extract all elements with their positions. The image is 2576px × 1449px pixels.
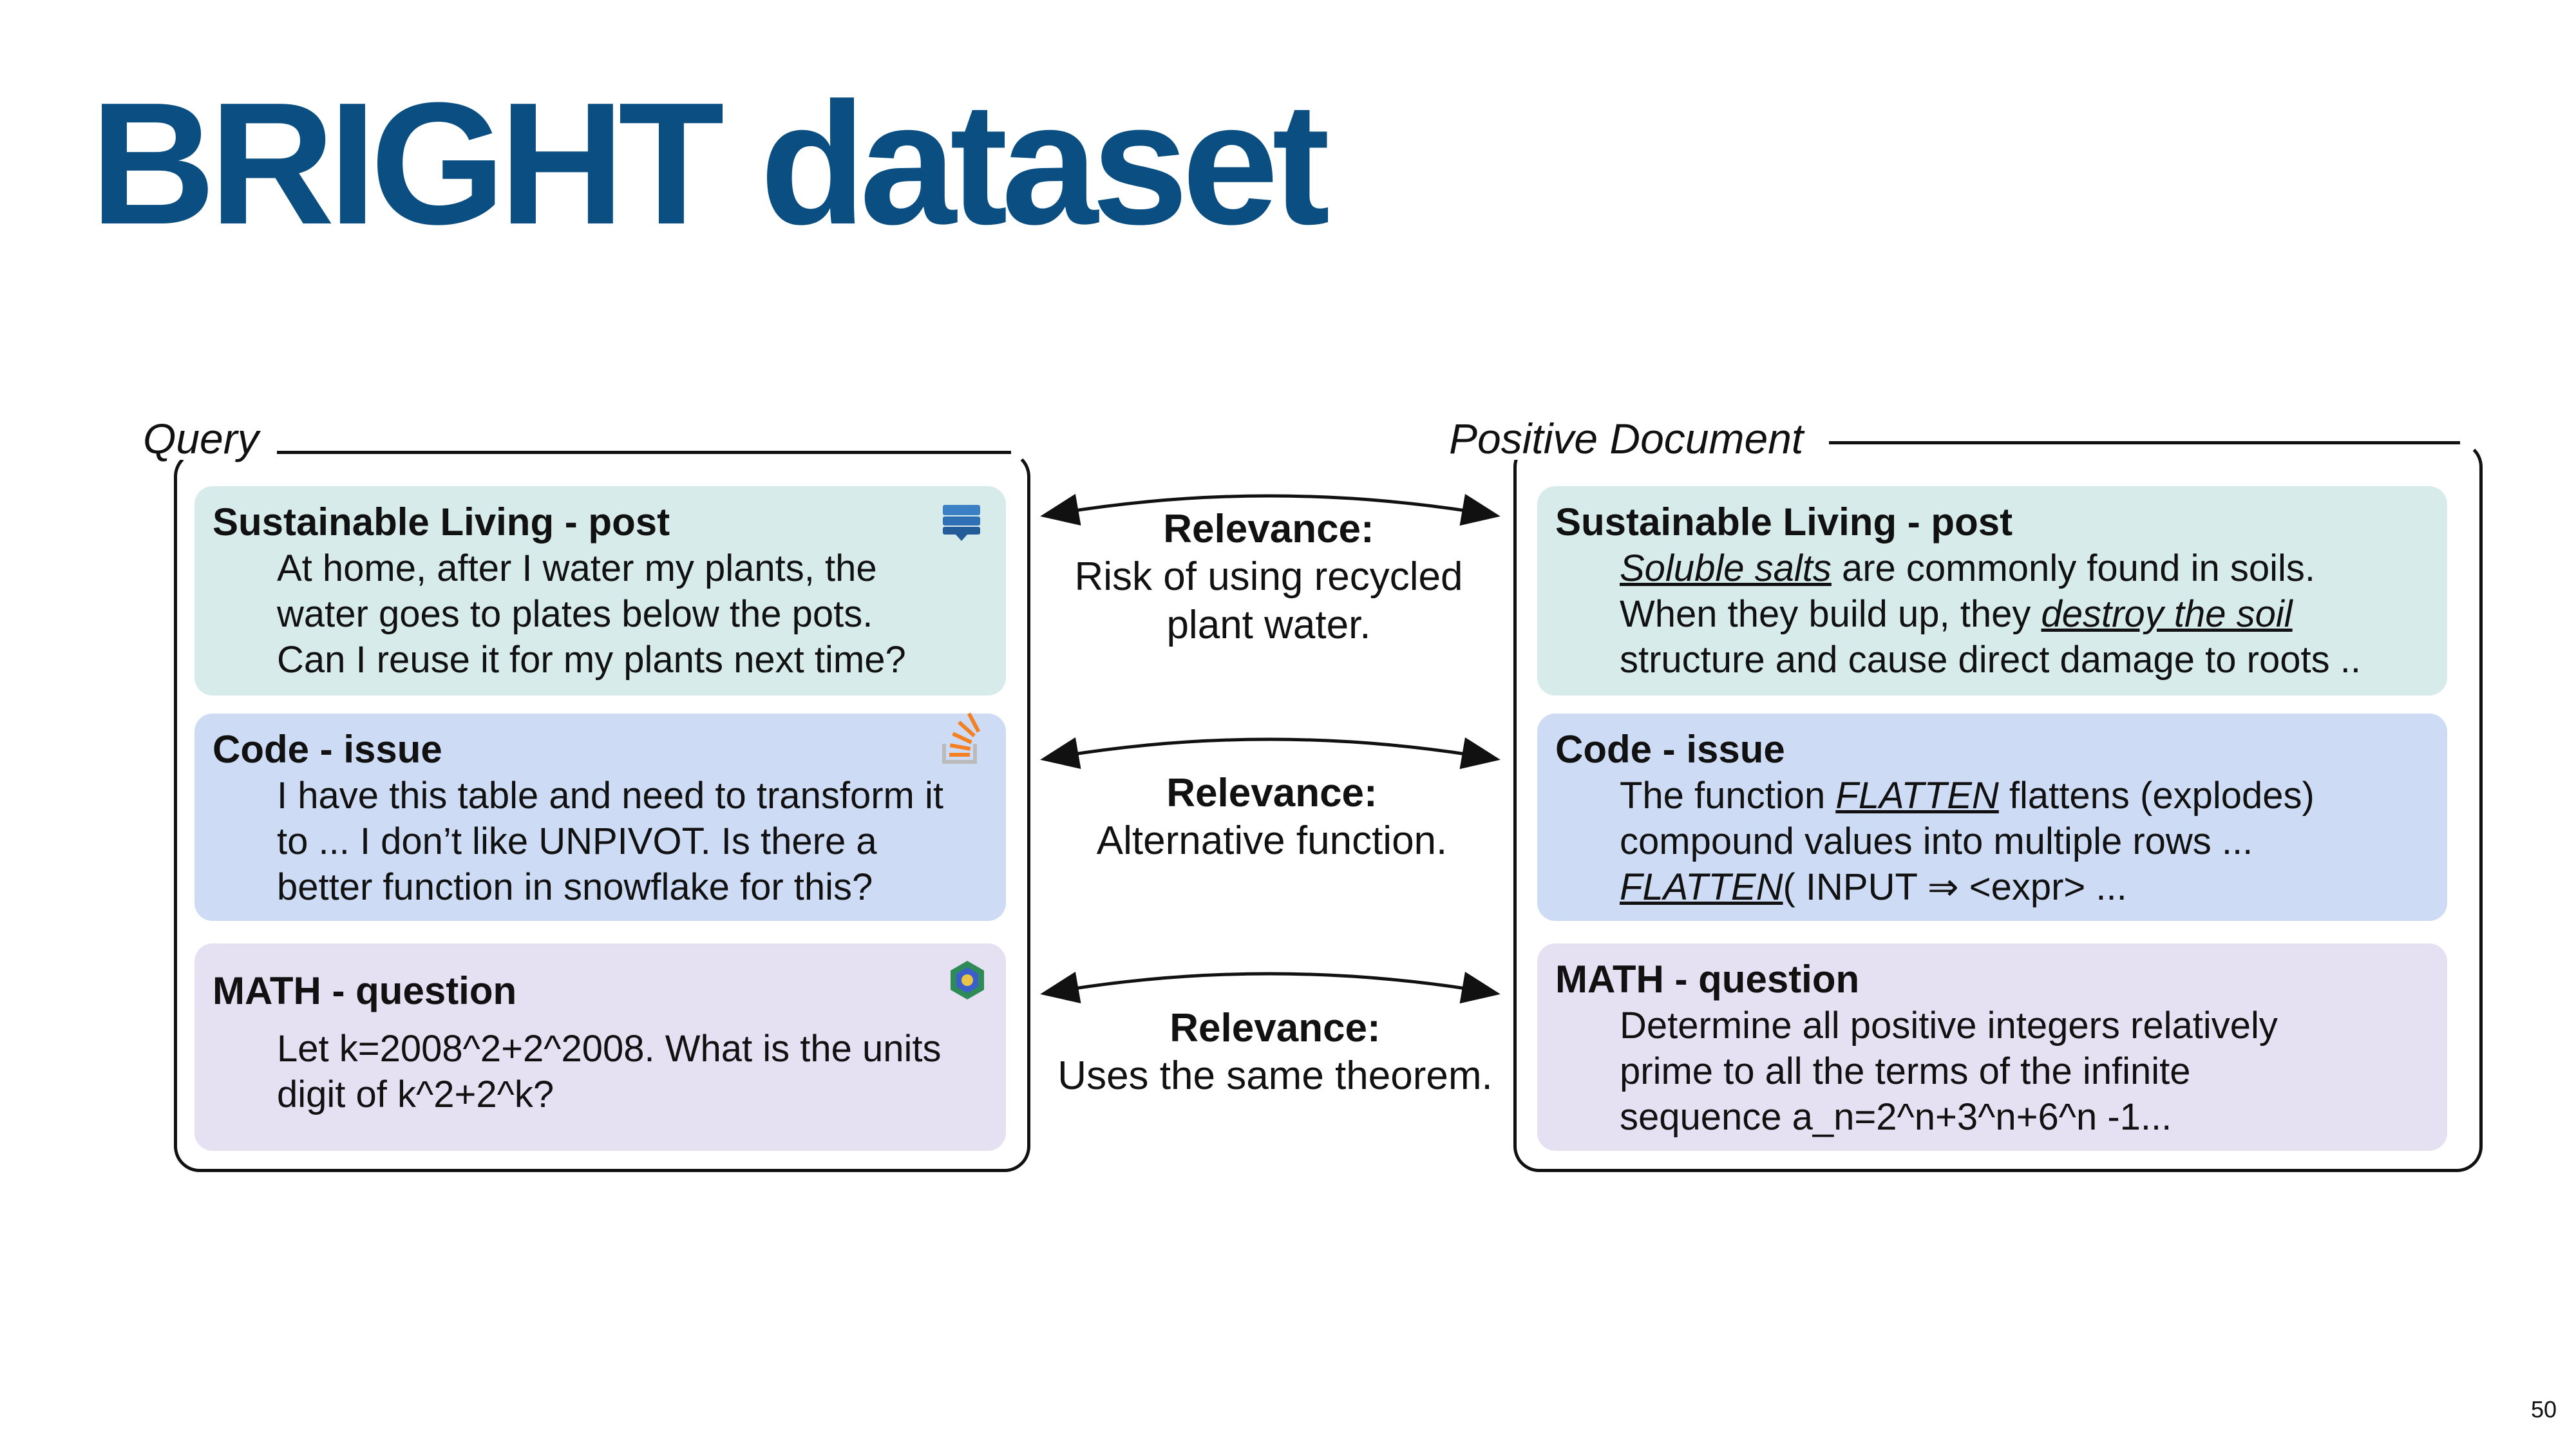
card-title: MATH - question bbox=[1555, 958, 1860, 1001]
emphasis-flatten: FLATTEN bbox=[1620, 866, 1783, 908]
card-title: Code - issue bbox=[1555, 728, 1785, 771]
relevance-heading: Relevance: bbox=[1170, 1006, 1381, 1050]
relevance-label-2: Relevance: Alternative function. bbox=[1027, 770, 1517, 866]
card-line: Soluble salts are commonly found in soil… bbox=[1620, 546, 2429, 592]
card-line: prime to all the terms of the infinite bbox=[1620, 1050, 2191, 1092]
query-panel bbox=[174, 451, 1030, 1172]
card-line: water goes to plates below the pots. bbox=[277, 592, 873, 635]
card-line: Can I reuse it for my plants next time? bbox=[277, 638, 906, 681]
document-card-math: MATH - question Determine all positive i… bbox=[1537, 943, 2447, 1151]
card-line: to ... I don’t like UNPIVOT. Is there a bbox=[277, 820, 877, 862]
emphasis-flatten: FLATTEN bbox=[1835, 775, 1999, 817]
emphasis-soluble-salts: Soluble salts bbox=[1620, 547, 1832, 589]
card-line: better function in snowflake for this? bbox=[277, 866, 873, 908]
card-text: ( INPUT ⇒ <expr> ... bbox=[1783, 866, 2127, 908]
card-line: structure and cause direct damage to roo… bbox=[1620, 638, 2361, 681]
card-line: Let k=2008^2+2^2008. What is the units bbox=[277, 1028, 942, 1070]
relevance-text: Risk of using recycled bbox=[1074, 554, 1463, 600]
page-number: 50 bbox=[2530, 1396, 2557, 1423]
card-title: Sustainable Living - post bbox=[213, 500, 670, 544]
card-title: MATH - question bbox=[213, 969, 517, 1012]
card-line: At home, after I water my plants, the bbox=[277, 547, 877, 589]
document-label: Positive Document bbox=[1449, 417, 1810, 460]
card-text: are commonly found in soils. bbox=[1831, 547, 2315, 589]
card-body: I have this table and need to transform … bbox=[213, 773, 988, 910]
card-title: Sustainable Living - post bbox=[1555, 500, 2013, 544]
query-card-math: MATH - question Let k=2008^2+2^2008. Wha… bbox=[194, 943, 1006, 1151]
arrow-2 bbox=[1040, 737, 1501, 770]
relevance-text: Alternative function. bbox=[1096, 819, 1448, 864]
relevance-heading: Relevance: bbox=[1163, 507, 1374, 551]
card-line: compound values into multiple rows ... bbox=[1620, 820, 2253, 862]
card-text: The function bbox=[1620, 775, 1836, 817]
arrow-1 bbox=[1040, 493, 1501, 526]
relevance-text: Uses the same theorem. bbox=[1057, 1054, 1493, 1099]
stack-overflow-icon bbox=[942, 712, 981, 764]
card-body: Determine all positive integers relative… bbox=[1555, 1003, 2429, 1140]
card-body: The function FLATTEN flattens (explodes)… bbox=[1555, 773, 2429, 910]
card-line: Determine all positive integers relative… bbox=[1620, 1005, 2278, 1046]
document-card-code: Code - issue The function FLATTEN flatte… bbox=[1537, 714, 2447, 921]
query-card-code: Code - issue I have this table and need … bbox=[194, 714, 1006, 921]
card-line: I have this table and need to transform … bbox=[277, 775, 943, 817]
card-line: The function FLATTEN flattens (explodes) bbox=[1620, 773, 2429, 819]
relevance-label-1: Relevance: Risk of using recycled plant … bbox=[1024, 506, 1513, 649]
sustainable-living-icon bbox=[943, 505, 980, 541]
document-panel-top-border bbox=[1829, 441, 2460, 444]
query-card-sustainable: Sustainable Living - post At home, after… bbox=[194, 486, 1006, 696]
card-body: Soluble salts are commonly found in soil… bbox=[1555, 546, 2429, 683]
document-card-sustainable: Sustainable Living - post Soluble salts … bbox=[1537, 486, 2447, 696]
relevance-heading: Relevance: bbox=[1166, 771, 1378, 815]
emphasis-destroy-soil: destroy the soil bbox=[2041, 592, 2293, 635]
relevance-label-3: Relevance: Uses the same theorem. bbox=[1030, 1005, 1520, 1101]
slide-title: BRIGHT dataset bbox=[90, 67, 1330, 261]
card-title: Code - issue bbox=[213, 728, 442, 771]
card-text: flattens (explodes) bbox=[1998, 775, 2315, 817]
card-body: At home, after I water my plants, the wa… bbox=[213, 546, 988, 683]
card-body: Let k=2008^2+2^2008. What is the units d… bbox=[213, 1027, 988, 1118]
card-text: When they build up, they bbox=[1620, 592, 2041, 635]
card-line: FLATTEN( INPUT ⇒ <expr> ... bbox=[1620, 865, 2429, 911]
relevance-text: plant water. bbox=[1166, 602, 1371, 647]
arrow-3 bbox=[1040, 971, 1501, 1004]
card-line: When they build up, they destroy the soi… bbox=[1620, 592, 2429, 638]
query-label: Query bbox=[143, 417, 265, 460]
query-panel-top-border bbox=[277, 451, 1011, 454]
card-line: sequence a_n=2^n+3^n+6^n -1... bbox=[1620, 1095, 2172, 1138]
document-panel bbox=[1513, 441, 2483, 1172]
card-line: digit of k^2+2^k? bbox=[277, 1073, 554, 1115]
math-hexagon-icon bbox=[951, 961, 984, 999]
